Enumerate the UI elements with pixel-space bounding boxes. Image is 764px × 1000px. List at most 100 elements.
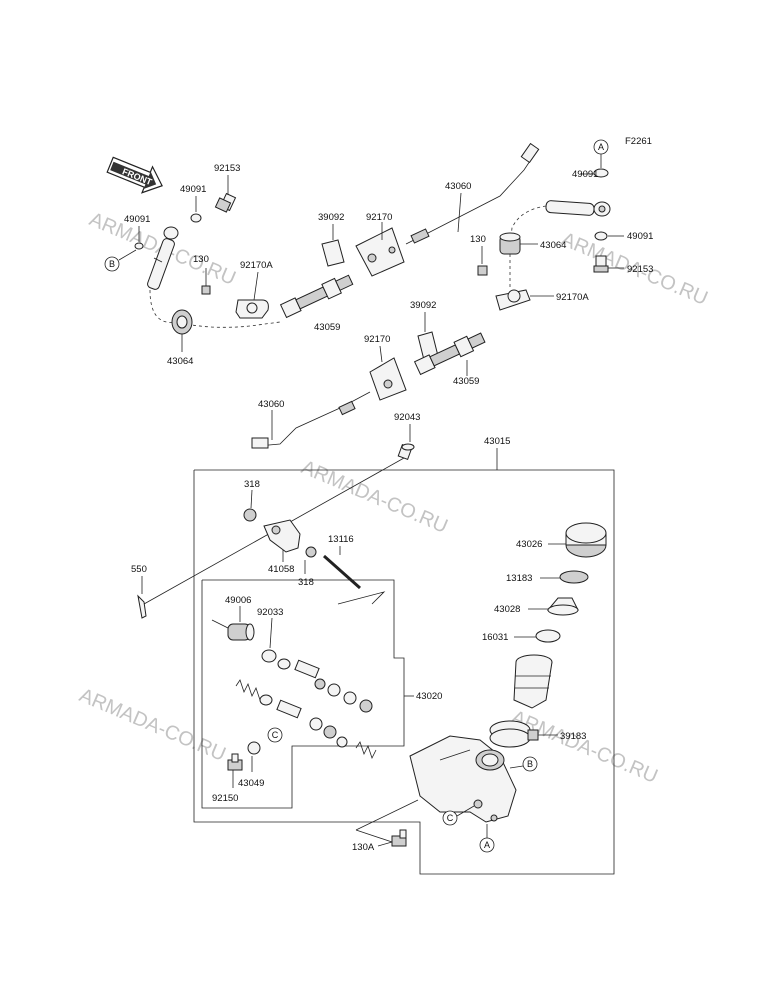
pin-92043 (397, 443, 415, 460)
plate-13183 (559, 570, 589, 584)
label-130A: 130A (352, 842, 375, 853)
hose-clamp (489, 720, 531, 748)
rod-end-left (147, 226, 179, 290)
callout-b-left: B (104, 256, 120, 272)
cup-49006 (227, 623, 255, 641)
label-43064-right: 43064 (540, 240, 566, 251)
label-49091-left: 49091 (180, 184, 206, 195)
adjuster-43059-middle (413, 332, 486, 376)
label-49091-far-left: 49091 (124, 214, 150, 225)
bushing-43064-right (499, 232, 521, 255)
label-92153-left: 92153 (214, 163, 240, 174)
callout-c-left: C (267, 727, 283, 743)
adjuster-43059-upper (279, 274, 354, 319)
cap-43026 (565, 522, 607, 558)
push-rod-13116 (323, 554, 361, 590)
watermark-3: ARMADA-CO.RU (298, 456, 451, 537)
middle-cable (251, 312, 486, 449)
label-39092-upper: 39092 (318, 212, 344, 223)
watermark-4: ARMADA-CO.RU (76, 684, 229, 765)
label-130-right: 130 (470, 234, 486, 245)
label-41058: 41058 (268, 564, 294, 575)
label-92150: 92150 (212, 793, 238, 804)
label-43026: 43026 (516, 539, 542, 550)
label-49091-right-top: 49091 (572, 169, 598, 180)
label-43059-upper: 43059 (314, 322, 340, 333)
svg-text:C: C (447, 813, 454, 823)
label-92170A-right: 92170A (556, 292, 589, 303)
label-43064-left: 43064 (167, 356, 193, 367)
svg-text:B: B (109, 259, 115, 269)
callout-c-right: C (442, 810, 458, 826)
bolt-130-right (477, 265, 488, 276)
callout-a-top: A (593, 139, 609, 155)
clamp-92170A-right (495, 289, 531, 311)
label-16031: 16031 (482, 632, 508, 643)
bracket-92170-upper (355, 227, 405, 277)
rod-end-right (545, 200, 611, 217)
bolt-92153-right (593, 255, 609, 273)
figure-id: F2261 (625, 136, 652, 147)
reservoir-parts (489, 522, 607, 748)
cylinder-body (409, 735, 517, 823)
washer-43049 (247, 741, 261, 755)
svg-text:A: A (484, 840, 490, 850)
label-43028: 43028 (494, 604, 520, 615)
watermark-5: ARMADA-CO.RU (508, 706, 661, 787)
label-92033: 92033 (257, 607, 283, 618)
spring-lower (355, 741, 377, 760)
label-43060-upper: 43060 (445, 181, 471, 192)
cotter-pin-550 (137, 594, 147, 619)
bushing-43064-left (171, 309, 193, 335)
label-130-left: 130 (193, 254, 209, 265)
label-92170-upper: 92170 (366, 212, 392, 223)
left-linkage (134, 175, 281, 352)
label-13183: 13183 (506, 573, 532, 584)
svg-text:B: B (527, 759, 533, 769)
bolt-92153-left (214, 192, 237, 213)
bracket-92170-middle (369, 357, 407, 401)
label-43060-middle: 43060 (258, 399, 284, 410)
right-linkage: A (477, 139, 624, 311)
label-43015: 43015 (484, 436, 510, 447)
front-arrow-icon: FRONT (106, 156, 163, 194)
clip-39092-upper (321, 239, 345, 267)
reservoir-body (513, 654, 553, 709)
float-16031 (535, 629, 561, 643)
label-39092-middle: 39092 (410, 300, 436, 311)
svg-text:C: C (272, 730, 279, 740)
repair-kit-43020: C (201, 579, 414, 809)
label-318-top: 318 (244, 479, 260, 490)
diaphragm-43028 (546, 597, 579, 616)
label-92043: 92043 (394, 412, 420, 423)
washer-49091-right-top (593, 168, 609, 178)
clamp-92170A-left (235, 299, 269, 319)
label-318-bottom: 318 (298, 577, 314, 588)
upper-cable (279, 142, 540, 319)
master-cylinder-assembly (137, 424, 615, 875)
label-92153-right: 92153 (627, 264, 653, 275)
nut-318-bottom (305, 546, 317, 558)
label-49091-right-bottom: 49091 (627, 231, 653, 242)
bolt-130A (391, 829, 407, 847)
washer-49091-right-bottom (594, 231, 608, 241)
label-43059-middle: 43059 (453, 376, 479, 387)
washer-49091-left (190, 213, 202, 223)
spring-upper (235, 679, 261, 701)
nut-318-top (243, 508, 257, 522)
label-39183: 39183 (560, 731, 586, 742)
label-49006: 49006 (225, 595, 251, 606)
bolt-130-left (201, 285, 211, 295)
svg-text:A: A (598, 142, 604, 152)
label-43049: 43049 (238, 778, 264, 789)
label-92170-middle: 92170 (364, 334, 390, 345)
circlip-92033 (261, 649, 277, 663)
callout-b-right: B (522, 756, 538, 772)
label-550: 550 (131, 564, 147, 575)
label-92170A-left: 92170A (240, 260, 273, 271)
callout-a-bottom: A (479, 837, 495, 853)
bolt-92150 (227, 753, 243, 771)
clevis-41058 (263, 519, 301, 553)
label-43020: 43020 (416, 691, 442, 702)
